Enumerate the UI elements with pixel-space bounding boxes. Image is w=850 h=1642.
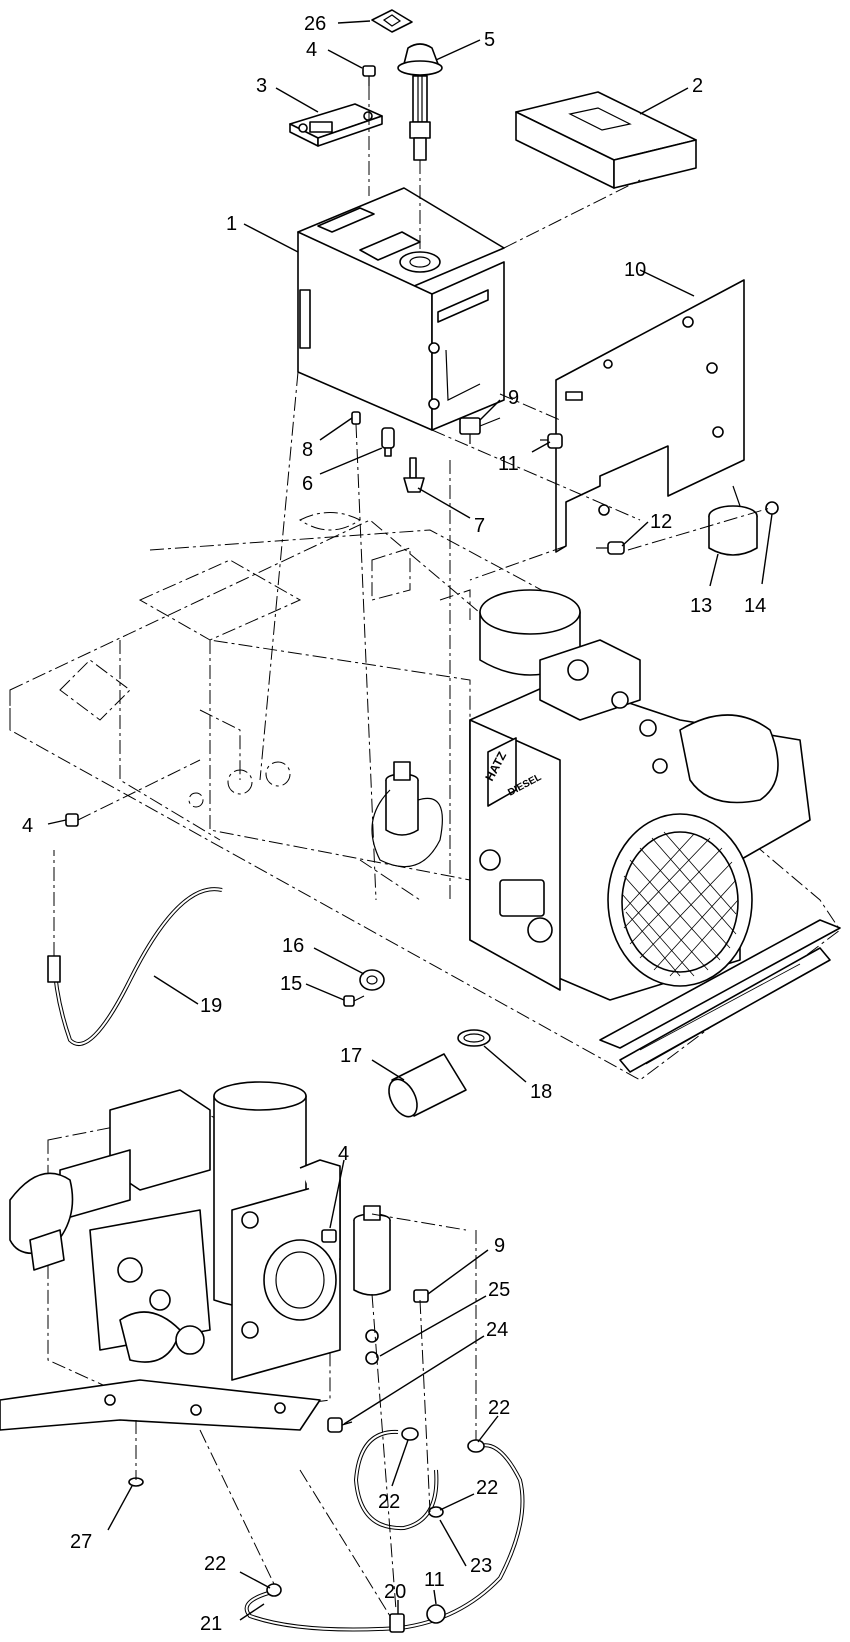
bolt-part-12 xyxy=(596,541,625,555)
callout-17: 17 xyxy=(340,1045,362,1067)
strap-part-13 xyxy=(708,485,758,556)
screw-part-15 xyxy=(343,995,365,1007)
mounting-bracket-part-10 xyxy=(555,279,745,553)
assembly-lines-top xyxy=(259,86,771,901)
decal-part-26 xyxy=(371,9,413,33)
callout-labels: 26 4 5 3 2 1 10 9 8 11 6 7 12 13 14 4 16… xyxy=(22,13,766,1635)
bolt-part-4-top xyxy=(362,65,376,86)
callout-22-mid: 22 xyxy=(476,1477,498,1499)
nut-part-14 xyxy=(765,501,779,515)
callout-25: 25 xyxy=(488,1279,510,1301)
assembly-lines-bottom xyxy=(135,1213,477,1617)
callout-18: 18 xyxy=(530,1081,552,1103)
callout-2: 2 xyxy=(692,75,703,97)
callout-22-right: 22 xyxy=(488,1397,510,1419)
callout-14: 14 xyxy=(744,595,766,617)
hose-clamp-part-22-c xyxy=(467,1439,485,1453)
callout-23: 23 xyxy=(470,1555,492,1577)
callout-24: 24 xyxy=(486,1319,508,1341)
callout-22-inner: 22 xyxy=(378,1491,400,1513)
fan-grille xyxy=(607,813,753,987)
hose-clamp-part-22-d xyxy=(266,1583,282,1597)
callout-1: 1 xyxy=(226,213,237,235)
callout-10: 10 xyxy=(624,259,646,281)
fitting-part-6 xyxy=(381,427,395,457)
callout-22-left: 22 xyxy=(204,1553,226,1575)
clamp-part-18 xyxy=(457,1029,491,1047)
callout-6: 6 xyxy=(302,473,313,495)
callout-leaders xyxy=(47,20,773,1621)
tee-fitting-part-20 xyxy=(389,1613,405,1633)
clamp-plate-part-3 xyxy=(289,103,383,147)
foam-block-part-2 xyxy=(515,91,697,189)
callout-26: 26 xyxy=(304,13,326,35)
callout-11-top: 11 xyxy=(498,453,519,475)
callout-15: 15 xyxy=(280,973,302,995)
valve-part-9-top xyxy=(459,417,501,444)
fitting-part-8 xyxy=(351,411,361,425)
callout-5: 5 xyxy=(484,29,495,51)
callout-9-top: 9 xyxy=(508,387,519,409)
callout-9-bottom: 9 xyxy=(494,1235,505,1257)
hose-clamp-part-22-b xyxy=(428,1506,444,1518)
fuel-filter-middle xyxy=(385,761,419,836)
hose-clamp-part-22-a xyxy=(401,1427,419,1441)
bolt-part-24 xyxy=(327,1417,353,1433)
fuel-filter-bottom xyxy=(353,1205,391,1296)
valve-part-9-bottom xyxy=(413,1289,429,1303)
fitting-part-7 xyxy=(403,457,425,493)
callout-27: 27 xyxy=(70,1531,92,1553)
callout-21: 21 xyxy=(200,1613,222,1635)
callout-7: 7 xyxy=(474,515,485,537)
callout-8: 8 xyxy=(302,439,313,461)
hose-part-19 xyxy=(47,850,223,1046)
bolt-part-11-bottom xyxy=(426,1604,446,1624)
callout-20: 20 xyxy=(384,1581,406,1603)
frame-grille-rails xyxy=(599,919,841,1073)
grommet-part-16 xyxy=(359,969,385,991)
engine: HATZ DIESEL xyxy=(371,589,841,1073)
engine-side-view xyxy=(0,1081,379,1431)
bolt-part-4-bottom xyxy=(321,1229,337,1243)
callout-4-middle: 4 xyxy=(22,815,33,837)
callout-12: 12 xyxy=(650,511,672,533)
callout-16: 16 xyxy=(282,935,304,957)
hose-part-23 xyxy=(353,1429,439,1531)
callout-4-bottom: 4 xyxy=(338,1143,349,1165)
callout-19: 19 xyxy=(200,995,222,1017)
callout-13: 13 xyxy=(690,595,712,617)
callout-11-bottom: 11 xyxy=(424,1569,445,1591)
filter-sleeve-part-17 xyxy=(388,1053,467,1118)
hose-part-21 xyxy=(244,1443,525,1632)
callout-3: 3 xyxy=(256,75,267,97)
fuel-tank-part-1 xyxy=(297,187,505,431)
callout-4-top: 4 xyxy=(306,39,317,61)
fitting-part-25 xyxy=(365,1351,379,1365)
fuel-sender-part-5 xyxy=(397,43,443,161)
bolt-part-11-top xyxy=(540,433,563,449)
